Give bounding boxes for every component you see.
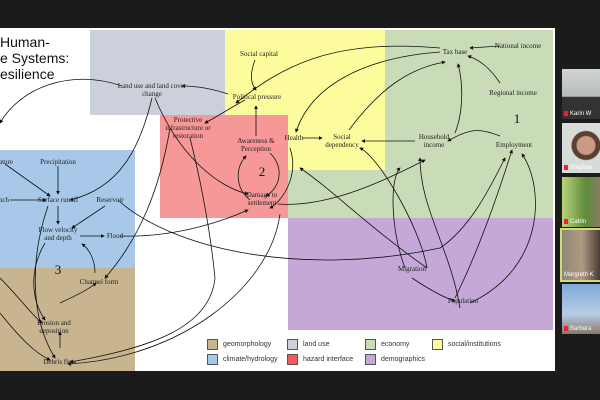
node-tax-base: Tax base [442, 48, 468, 56]
node-migration: Migration [398, 265, 426, 273]
legend-item: demographics [365, 354, 425, 365]
node-land-use: Land use and land cover change [117, 82, 187, 98]
region-land-use [90, 30, 225, 115]
legend-label: land use [303, 341, 330, 348]
legend-item: geomorphology [207, 339, 271, 350]
node-national-income: National income [494, 42, 542, 50]
node-reservoir: Reservoir [96, 196, 124, 204]
node-social-capital: Social capital [240, 50, 278, 58]
legend-label: geomorphology [223, 341, 272, 348]
node-surface-runoff: Surface runoff [37, 196, 79, 204]
region-demographics [288, 218, 553, 330]
participant-tile[interactable]: Catrin [562, 177, 600, 227]
node-flow-velocity: Flow velocity and depth [38, 226, 78, 242]
legend-swatch [287, 339, 298, 350]
participant-tile[interactable]: Stephan [562, 123, 600, 173]
region-hazard [160, 115, 288, 218]
node-employment: Employment [495, 141, 533, 149]
slide-title: Human- e Systems: esilience [0, 34, 69, 82]
legend-item: social/institutions [432, 339, 501, 350]
muted-mic-icon [564, 325, 568, 331]
legend-label: demographics [381, 356, 425, 363]
participant-tile-active-speaker[interactable]: Margreth K [560, 228, 600, 282]
node-nch: nch [0, 196, 10, 204]
participant-name: Karin W [564, 110, 591, 117]
title-line: Human- [0, 34, 50, 50]
legend-item: climate/hydrology [207, 354, 277, 365]
node-precipitation: Precipitation [40, 158, 76, 166]
legend-label: economy [381, 341, 410, 348]
shared-slide: Human- e Systems: esilience [0, 28, 555, 371]
legend-swatch [287, 354, 298, 365]
region-geomorphology [0, 268, 135, 371]
node-debris-flow: Debris flow [43, 358, 77, 366]
participant-name: Barbara [564, 325, 591, 332]
muted-mic-icon [564, 110, 568, 116]
region-economy-lower [288, 170, 385, 218]
loop-1-label: 1 [513, 111, 521, 126]
node-health: Health [284, 134, 304, 142]
node-temperature: ature [0, 158, 13, 166]
participant-name: Margreth K [564, 272, 594, 278]
legend-label: social/institutions [448, 341, 501, 348]
legend-item: land use [287, 339, 329, 350]
legend-label: hazard interface [303, 356, 354, 363]
muted-mic-icon [564, 218, 568, 224]
node-awareness: Awareness & Perception [237, 137, 275, 153]
node-protective-infrastructure: Protective infrastructure or restoration [165, 116, 211, 140]
node-social-dependency: Social dependency [325, 133, 359, 149]
participant-name: Catrin [564, 218, 586, 225]
legend-label: climate/hydrology [223, 356, 278, 363]
legend-swatch [432, 339, 443, 350]
participant-tile[interactable]: Karin W [562, 69, 600, 119]
causal-arrows [0, 45, 536, 366]
legend-item: economy [365, 339, 409, 350]
loop-2-label: 2 [258, 164, 266, 179]
node-population: Population [447, 297, 479, 305]
participant-tile[interactable]: Barbara [562, 284, 600, 334]
node-erosion: Erosion and deposition [37, 319, 71, 335]
legend-swatch [365, 354, 376, 365]
legend-item: hazard interface [287, 354, 353, 365]
muted-mic-icon [564, 164, 568, 170]
participant-name: Stephan [564, 164, 592, 171]
region-economy [385, 30, 553, 218]
legend-swatch [207, 354, 218, 365]
title-line: esilience [0, 66, 55, 82]
node-channel-form: Channel form [79, 278, 119, 286]
legend-swatch [207, 339, 218, 350]
region-climate [0, 150, 135, 268]
node-political-pressure: Political pressure [232, 93, 282, 101]
node-flood: Flood [106, 232, 124, 240]
title-line: e Systems: [0, 50, 70, 66]
legend-swatch [365, 339, 376, 350]
loop-3-label: 3 [54, 262, 62, 277]
node-household-income: Household income [418, 133, 450, 149]
node-damage-to-settlement: Damage to settlement [246, 191, 278, 207]
node-regional-income: Regional income [489, 89, 537, 97]
